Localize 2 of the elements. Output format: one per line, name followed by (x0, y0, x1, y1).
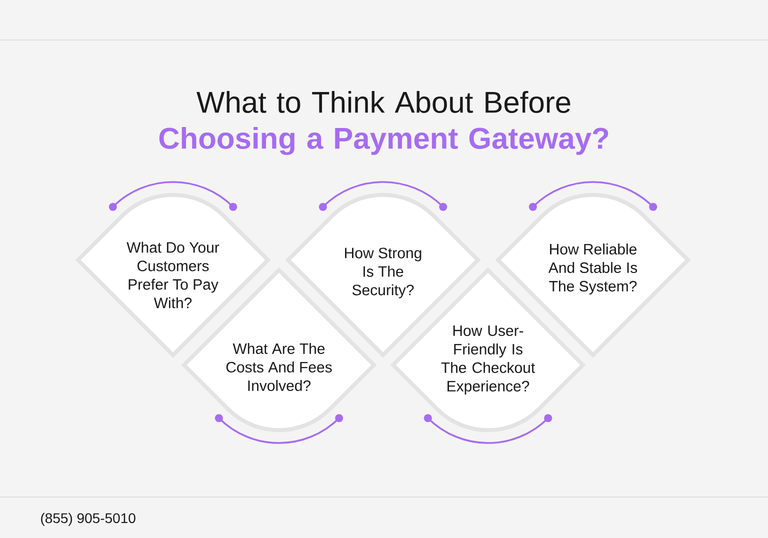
title: What to Think About Before Choosing a Payment Gateway? (159, 90, 608, 156)
phone-number: (855) 905-5010 (41, 512, 136, 526)
